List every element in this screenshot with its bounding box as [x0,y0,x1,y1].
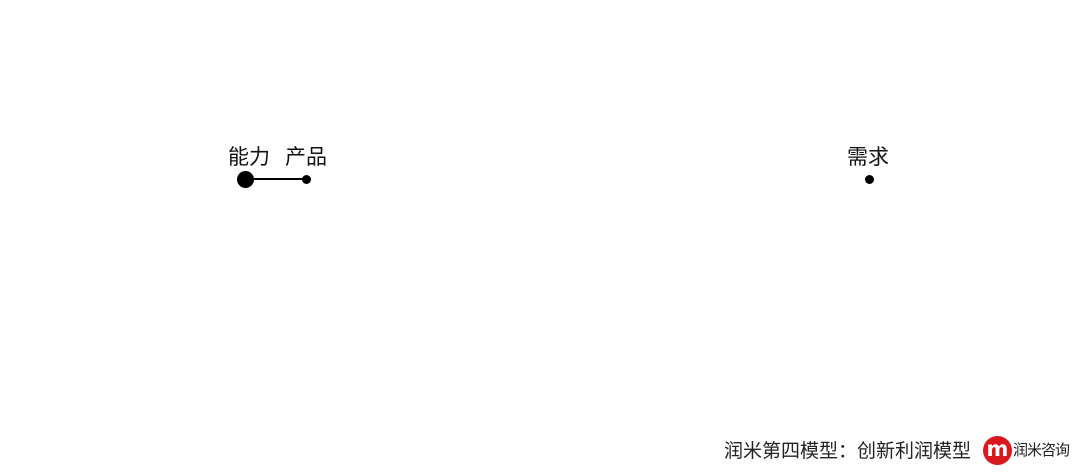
node-label-demand: 需求 [847,145,889,169]
brand-name: 润米咨询 [1013,441,1070,459]
node-dot-capability [237,171,254,188]
logo-letter: m [986,437,1009,461]
node-label-product: 产品 [285,145,327,169]
node-dot-demand [865,175,874,184]
footer-caption: 润米第四模型：创新利润模型 [724,440,972,462]
edge-capability-product [245,178,306,180]
brand-logo: m 润米咨询 [983,436,1073,466]
node-dot-product [302,175,311,184]
logo-circle-icon: m [983,436,1012,465]
node-label-capability: 能力 [228,145,270,169]
